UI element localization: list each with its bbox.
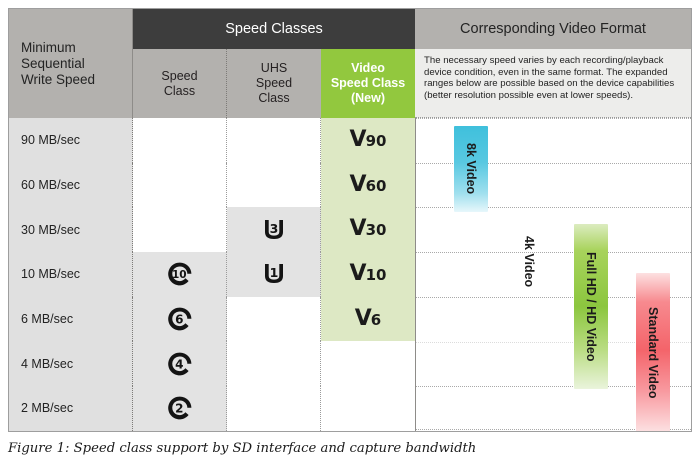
cell-uhs-class-4 — [227, 341, 321, 387]
header-minimum-write-speed-label: Minimum Sequential Write Speed — [21, 39, 96, 87]
cell-uhs-class-10: 1 — [227, 252, 321, 297]
video-format-note-text: The necessary speed varies by each recor… — [424, 55, 675, 101]
chart-gridline — [416, 207, 691, 209]
video-format-note: The necessary speed varies by each recor… — [415, 49, 691, 118]
cell-uhs-class-60 — [227, 162, 321, 208]
svg-text:3: 3 — [269, 221, 278, 236]
video-bar-4k-label: 4k Video — [522, 235, 536, 288]
video-speed-class-number: 10 — [365, 265, 387, 284]
svg-text:6: 6 — [175, 312, 183, 326]
cell-speed-class-6: 6 — [133, 296, 227, 342]
cell-uhs-class-2 — [227, 386, 321, 431]
row-write-speed-6: 6 MB/sec — [9, 296, 133, 342]
figure-caption-text: Figure 1: Speed class support by SD inte… — [8, 441, 477, 456]
video-bar-8k: 8k Video — [454, 126, 488, 212]
cell-speed-class-2: 2 — [133, 386, 227, 431]
chart-gridline — [416, 296, 691, 298]
cell-uhs-class-6 — [227, 296, 321, 342]
cell-uhs-class-30: 3 — [227, 207, 321, 253]
video-bar-fullhd-label: Full HD / HD Video — [584, 251, 598, 362]
svg-text:1: 1 — [269, 266, 278, 281]
header-column-video-speed-class-label: Video Speed Class (New) — [330, 61, 406, 105]
uhs-speed-class-u3-icon: 3 — [261, 218, 287, 242]
table-row: 2 MB/sec 2 — [9, 386, 691, 431]
cell-speed-class-4: 4 — [133, 341, 227, 387]
header-minimum-write-speed: Minimum Sequential Write Speed — [9, 9, 133, 118]
video-bar-fullhd: Full HD / HD Video — [574, 224, 608, 389]
table-row: 4 MB/sec 4 — [9, 341, 691, 388]
speed-class-table: Minimum Sequential Write Speed Speed Cla… — [8, 8, 692, 432]
row-write-speed-60: 60 MB/sec — [9, 162, 133, 208]
cell-video-class-2 — [321, 386, 415, 431]
chart-gridline — [416, 386, 691, 388]
header-column-speed-class: Speed Class — [133, 49, 227, 118]
row-write-speed-2: 2 MB/sec — [9, 386, 133, 431]
header-column-uhs-speed-class: UHS Speed Class — [227, 49, 321, 118]
cell-uhs-class-90 — [227, 118, 321, 163]
cell-speed-class-60 — [133, 162, 227, 208]
cell-video-class-4 — [321, 341, 415, 387]
cell-speed-class-10: 10 — [133, 252, 227, 297]
svg-text:2: 2 — [175, 402, 183, 416]
header-group-speed-classes-label: Speed Classes — [225, 21, 323, 37]
row-write-speed-label: 10 MB/sec — [21, 267, 81, 282]
row-write-speed-label: 2 MB/sec — [21, 401, 74, 416]
header-group-corresponding-video-format: Corresponding Video Format — [415, 9, 691, 49]
speed-class-c2-icon: 2 — [167, 395, 193, 421]
cell-speed-class-30 — [133, 207, 227, 253]
chart-gridline — [416, 429, 691, 430]
cell-speed-class-90 — [133, 118, 227, 163]
row-write-speed-90: 90 MB/sec — [9, 118, 133, 163]
row-write-speed-label: 90 MB/sec — [21, 133, 81, 148]
header-column-speed-class-label: Speed Class — [161, 68, 198, 98]
video-bar-4k: 4k Video — [512, 180, 546, 343]
video-format-chart: 8k Video 4k Video Full HD / HD Video Sta… — [415, 118, 691, 431]
row-write-speed-label: 30 MB/sec — [21, 222, 81, 237]
row-write-speed-10: 10 MB/sec — [9, 252, 133, 297]
video-bar-standard-label: Standard Video — [646, 307, 660, 399]
video-bar-standard: Standard Video — [636, 273, 670, 431]
uhs-speed-class-u1-icon: 1 — [261, 262, 287, 286]
row-write-speed-30: 30 MB/sec — [9, 207, 133, 253]
header-group-corresponding-video-format-label: Corresponding Video Format — [460, 21, 646, 37]
table-row: 10 MB/sec 10 1 — [9, 252, 691, 298]
row-write-speed-4: 4 MB/sec — [9, 341, 133, 387]
figure-caption: Figure 1: Speed class support by SD inte… — [8, 441, 476, 456]
video-speed-class-number: 6 — [370, 310, 382, 329]
chart-gridline — [416, 118, 691, 119]
speed-class-c10-icon: 10 — [167, 261, 193, 287]
row-write-speed-label: 4 MB/sec — [21, 356, 74, 371]
video-speed-class-number: 60 — [365, 176, 387, 195]
speed-class-c4-icon: 4 — [167, 351, 193, 377]
header-column-uhs-speed-class-label: UHS Speed Class — [255, 61, 293, 105]
chart-gridline — [416, 252, 691, 254]
video-bar-8k-label: 8k Video — [464, 143, 478, 195]
row-write-speed-label: 60 MB/sec — [21, 178, 81, 193]
svg-text:4: 4 — [175, 357, 183, 371]
svg-text:10: 10 — [171, 269, 186, 281]
chart-gridline — [416, 162, 691, 164]
speed-class-c6-icon: 6 — [167, 306, 193, 332]
chart-gridline — [416, 341, 691, 343]
video-speed-class-number: 30 — [365, 221, 387, 240]
header-column-video-speed-class: Video Speed Class (New) — [321, 49, 415, 118]
row-write-speed-label: 6 MB/sec — [21, 312, 74, 327]
video-speed-class-number: 90 — [365, 131, 387, 150]
header-group-speed-classes: Speed Classes — [133, 9, 415, 49]
